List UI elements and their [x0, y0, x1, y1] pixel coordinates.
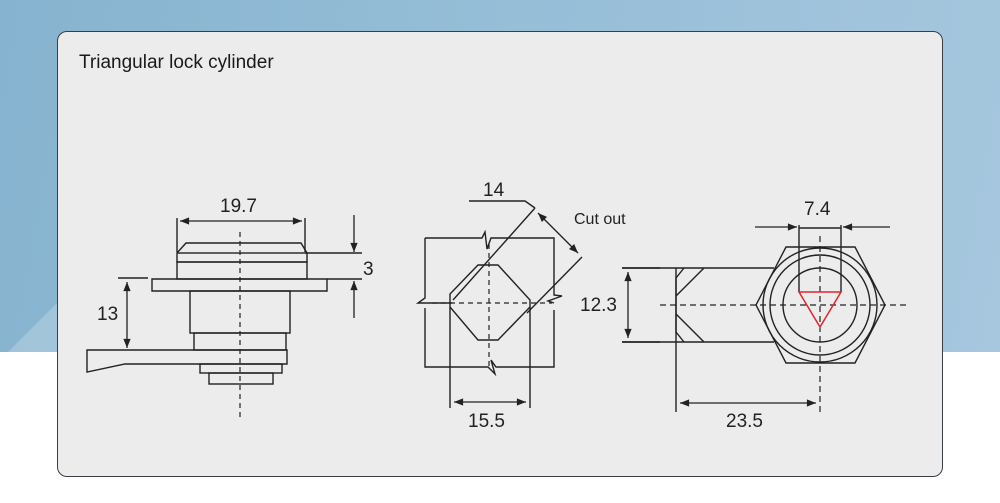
cut-out-note: Cut out — [574, 211, 626, 228]
cutout-view — [415, 200, 583, 408]
side-view — [86, 218, 362, 418]
dim-cam-length-23-5: 23.5 — [726, 411, 763, 432]
dim-cam-offset-13: 13 — [97, 304, 118, 325]
dim-diagonal-14: 14 — [483, 180, 505, 201]
front-view-dimensions — [624, 223, 890, 407]
dim-head-height-3: 3 — [363, 259, 374, 280]
dim-width-19-7: 19.7 — [220, 196, 257, 217]
dim-width-15-5: 15.5 — [468, 411, 505, 432]
cutout-view-dimensions — [453, 212, 579, 406]
front-view — [622, 225, 910, 412]
dim-key-width-7-4: 7.4 — [804, 199, 831, 220]
card-title: Triangular lock cylinder — [79, 52, 274, 73]
keyway-triangle-icon — [797, 291, 843, 329]
dim-cam-height-12-3: 12.3 — [580, 295, 617, 316]
side-view-dimensions — [123, 215, 358, 349]
